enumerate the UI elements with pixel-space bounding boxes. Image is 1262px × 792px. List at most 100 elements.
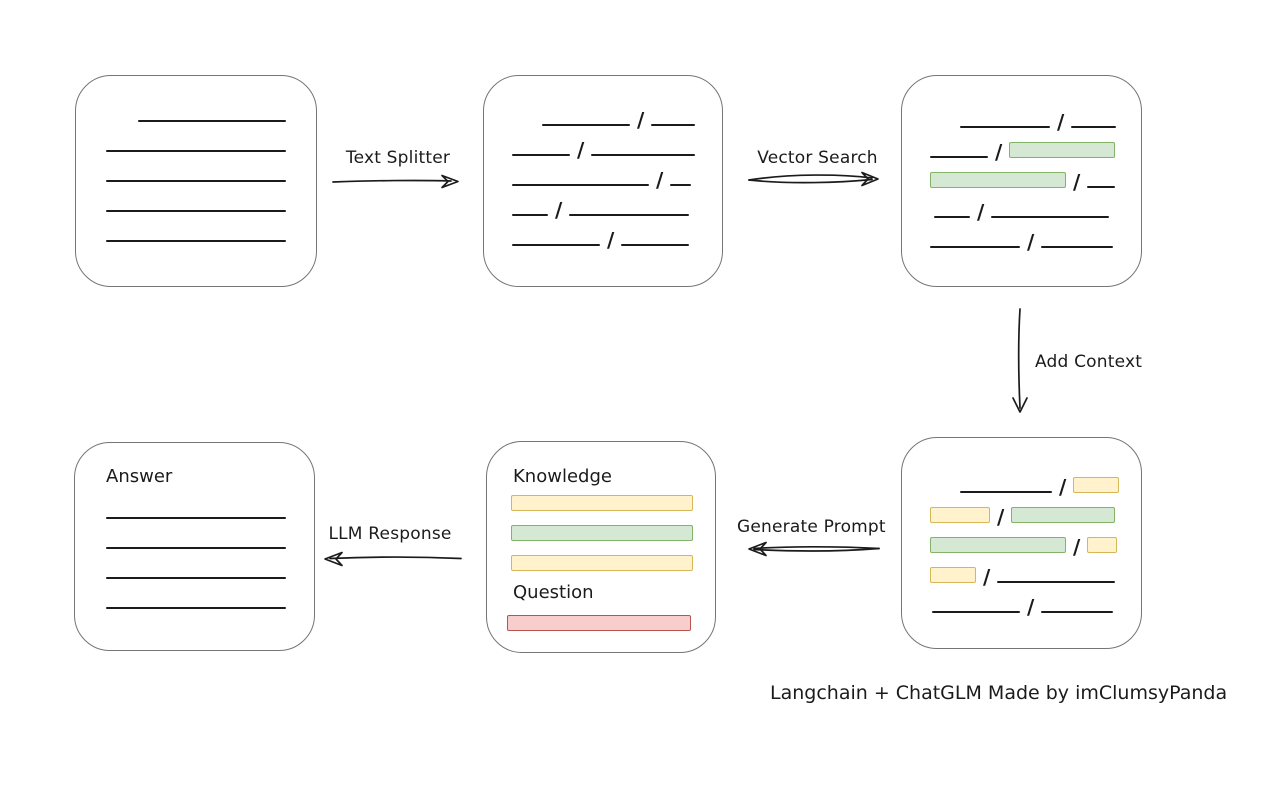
slash-separator: / [1057, 110, 1065, 134]
text-line [106, 180, 286, 182]
text-line [960, 491, 1052, 493]
slash-separator: / [555, 198, 563, 222]
highlight-green-bar [511, 525, 693, 541]
highlight-green-bar [1009, 142, 1116, 158]
text-line [930, 246, 1020, 248]
slash-separator: / [637, 108, 645, 132]
segment-row: / [930, 553, 1119, 589]
segment-row [106, 579, 286, 609]
segment-row: / [930, 158, 1116, 194]
text-line [542, 124, 630, 126]
highlight-yellow-bar [511, 555, 693, 571]
llm-response-label: LLM Response [328, 524, 452, 544]
prompt-box: Knowledge Question [486, 441, 716, 653]
slash-separator: / [977, 200, 985, 224]
footer-caption: Langchain + ChatGLM Made by imClumsyPand… [770, 682, 1228, 704]
segment-row: / [512, 126, 696, 162]
segment-row: / [512, 156, 695, 192]
segment-row: / [512, 186, 695, 222]
text-splitter-label: Text Splitter [345, 148, 451, 168]
segment-row: / [930, 128, 1116, 164]
text-line [670, 184, 692, 186]
text-line [106, 240, 286, 242]
text-line [138, 120, 286, 122]
segment-row [106, 549, 286, 579]
highlight-green-bar [930, 172, 1066, 188]
text-line [106, 150, 286, 152]
segment-row [106, 212, 286, 242]
slash-separator: / [983, 565, 991, 589]
text-line [1071, 126, 1117, 128]
segment-row: / [930, 218, 1116, 252]
text-line [569, 214, 690, 216]
context-added-box: / / / / / [901, 437, 1142, 649]
highlight-yellow-bar [1073, 477, 1120, 493]
slash-separator: / [1073, 170, 1081, 194]
text-line [512, 214, 548, 216]
highlight-yellow-bar [1087, 537, 1118, 553]
segment-row [106, 182, 286, 212]
text-line [991, 216, 1110, 218]
highlight-green-bar [930, 537, 1066, 553]
knowledge-bars [511, 481, 693, 571]
highlight-green-bar [1011, 507, 1116, 523]
slash-separator: / [577, 138, 585, 162]
text-line [106, 577, 286, 579]
slash-separator: / [995, 140, 1003, 164]
segment-row: / [930, 188, 1116, 224]
highlight-yellow-bar [930, 567, 976, 583]
text-line [106, 517, 286, 519]
segment-row: / [930, 583, 1119, 619]
segment-row [511, 511, 693, 541]
text-line [512, 184, 649, 186]
vector-matched-lines: ///// [930, 98, 1117, 252]
text-line [106, 547, 286, 549]
segment-row: / [930, 463, 1120, 499]
add-context-label: Add Context [1035, 352, 1143, 372]
source-document-box [75, 75, 317, 287]
vector-search-label: Vector Search [757, 148, 878, 168]
segment-row [511, 481, 693, 511]
answer-lines [106, 489, 286, 609]
segment-row [511, 541, 693, 571]
knowledge-label: Knowledge [513, 466, 612, 487]
slash-separator: / [656, 168, 664, 192]
text-line [591, 154, 696, 156]
slash-separator: / [1073, 535, 1081, 559]
text-line [512, 154, 570, 156]
segment-row: / [512, 96, 696, 132]
highlight-red-bar [507, 615, 691, 631]
text-line [651, 124, 696, 126]
segment-row [106, 152, 286, 182]
text-line [106, 210, 286, 212]
question-label: Question [513, 582, 594, 603]
text-line [1041, 246, 1114, 248]
slash-separator: / [1027, 595, 1035, 619]
segment-row: / [930, 493, 1119, 529]
text-line [997, 581, 1116, 583]
context-added-lines: / / / / / [930, 463, 1120, 619]
text-line [1087, 186, 1116, 188]
segment-row [106, 489, 286, 519]
slash-separator: / [997, 505, 1005, 529]
vector-matched-box: ///// [901, 75, 1142, 287]
text-line [932, 611, 1020, 613]
segment-row: / [930, 523, 1119, 559]
segment-row: / [930, 98, 1117, 134]
segment-row: / [512, 216, 695, 252]
answer-box: Answer [74, 442, 315, 651]
vector-search-arrow [748, 171, 879, 187]
text-line [930, 156, 988, 158]
slash-separator: / [607, 228, 615, 252]
generate-prompt-arrow [748, 541, 880, 557]
source-document-lines [106, 92, 286, 242]
text-splitter-arrow [332, 174, 459, 189]
segment-row [106, 519, 286, 549]
text-line [621, 244, 690, 246]
llm-response-arrow [324, 551, 462, 567]
question-bar [507, 601, 691, 631]
segment-row [106, 122, 286, 152]
split-chunks-box: / / / / / [483, 75, 723, 287]
text-line [106, 607, 286, 609]
slash-separator: / [1059, 475, 1067, 499]
